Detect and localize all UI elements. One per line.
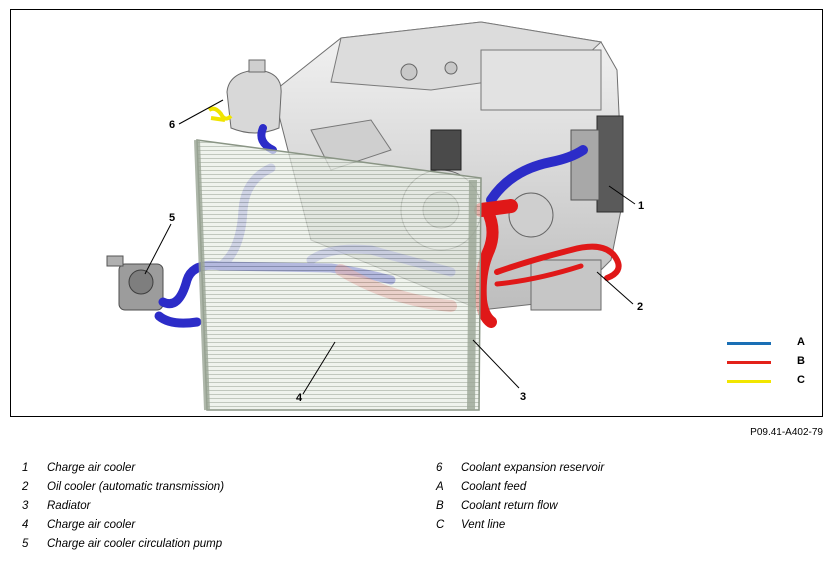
key-text: Coolant feed [461, 481, 527, 493]
key-id: 4 [22, 519, 29, 531]
leader-lines [144, 99, 636, 395]
key-id: 6 [436, 462, 443, 474]
key-text: Oil cooler (automatic transmission) [47, 481, 225, 493]
callout-2: 2 [637, 301, 644, 313]
key-text: Vent line [461, 519, 506, 531]
legend-label-b: B [797, 355, 805, 367]
callout-1: 1 [638, 200, 645, 212]
key-id: 5 [22, 538, 29, 550]
key-text: Charge air cooler [47, 462, 136, 474]
callout-3: 3 [520, 391, 527, 403]
coolant-expansion-reservoir [207, 59, 282, 134]
charge-air-cooler-1 [570, 115, 624, 213]
key-text: Radiator [47, 500, 91, 512]
charge-air-cooler-circulation-pump [106, 255, 164, 311]
key-id: B [436, 500, 444, 512]
cooling-system-diagram: 6 5 1 2 3 4 A B C [10, 9, 823, 417]
key-id: 2 [22, 481, 29, 493]
legend-item-a: A [727, 336, 807, 350]
key-id: A [436, 481, 444, 493]
legend-item-b: B [727, 355, 807, 369]
legend-label-c: C [797, 374, 805, 386]
engine-illustration [106, 21, 636, 411]
key-text: Coolant return flow [461, 500, 558, 512]
radiator-and-charge-air-cooler [194, 139, 482, 411]
callout-6: 6 [169, 119, 176, 131]
legend-label-a: A [797, 336, 805, 348]
callout-4: 4 [296, 392, 303, 404]
key-text: Coolant expansion reservoir [461, 462, 605, 474]
key-id: C [436, 519, 445, 531]
key-id: 1 [22, 462, 29, 474]
key-id: 3 [22, 500, 29, 512]
legend-item-c: C [727, 374, 807, 388]
legend-swatch-c [727, 380, 771, 383]
key-text: Charge air cooler circulation pump [47, 538, 223, 550]
legend-swatch-b [727, 361, 771, 364]
legend-swatch-a [727, 342, 771, 345]
key-text: Charge air cooler [47, 519, 136, 531]
callout-5: 5 [169, 212, 176, 224]
figure-reference-code: P09.41-A402-79 [750, 427, 823, 438]
